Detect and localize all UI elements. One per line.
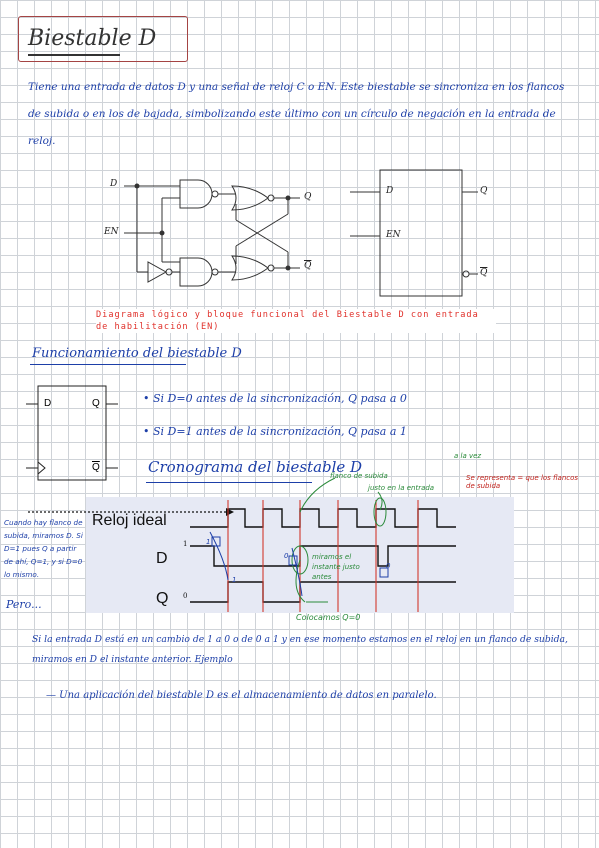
small-block-d: D [44, 398, 52, 409]
q-waveform [190, 581, 456, 603]
mark-one-b: 1 [232, 576, 237, 584]
bullet-d1: • Si D=1 antes de la sincronización, Q p… [143, 425, 407, 438]
last-paragraph: — Una aplicación del biestable D es el a… [46, 690, 437, 701]
title-underline [28, 54, 120, 56]
mark-one-a: 1 [206, 538, 211, 546]
small-block-qbar: Q [92, 462, 100, 473]
mark-zero-b: 0 [386, 562, 391, 570]
signal-q-label: Q [156, 590, 169, 607]
note-miramos: miramos el instante justo antes [312, 553, 360, 581]
note-colocamos: Colocamos Q=0 [296, 613, 361, 622]
intro-paragraph: Tiene una entrada de datos D y una señal… [28, 81, 565, 147]
bottom-paragraph: Si la entrada D está en un cambio de 1 a… [32, 634, 568, 665]
clock-waveform [190, 508, 456, 528]
page-title: Biestable D [28, 26, 157, 51]
note-left: Cuando hay flanco de subida, miramos D. … [4, 518, 83, 579]
diagram-label-qbar: Q [304, 261, 312, 271]
block-label-en: EN [386, 230, 401, 240]
signal-clock-label: Reloj ideal [92, 512, 167, 529]
signal-d-label: D [156, 550, 168, 567]
diagram-label-q: Q [304, 192, 312, 202]
block-label-q: Q [480, 186, 488, 196]
diagram-label-d: D [110, 179, 118, 189]
chrono-underline [146, 482, 312, 483]
note-flanco: flanco de subida [330, 472, 388, 480]
mark-zero-a: 0 [284, 552, 289, 560]
block-label-qbar: Q [480, 268, 488, 278]
diagram-label-en: EN [104, 227, 119, 237]
figure-caption: Diagrama lógico y bloque funcional del B… [96, 309, 496, 333]
d-waveform [190, 545, 456, 567]
d-level: 1 [183, 540, 188, 548]
chrono-title: Cronograma del biestable D [148, 458, 363, 476]
note-pero: Pero... [6, 598, 42, 611]
note-a-la-vez: a la vez [454, 452, 482, 460]
small-block-q: Q [92, 398, 100, 409]
note-red: Se representa = que los flancos de subid… [466, 474, 579, 490]
functional-block [350, 169, 478, 297]
bullet-d0: • Si D=0 antes de la sincronización, Q p… [143, 392, 407, 405]
small-d-block [26, 385, 118, 481]
q-level: 0 [183, 592, 188, 600]
section-title: Funcionamiento del biestable D [32, 346, 242, 361]
section-underline [30, 364, 186, 365]
note-flanco-sub: justo en la entrada [368, 484, 435, 492]
title-box [18, 16, 188, 62]
block-label-d: D [386, 186, 394, 196]
